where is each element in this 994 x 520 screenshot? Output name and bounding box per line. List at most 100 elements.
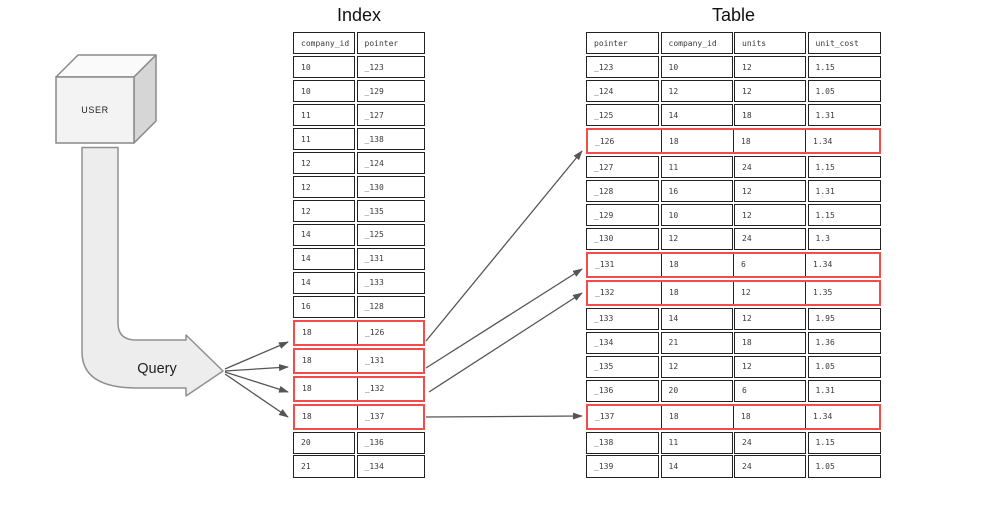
table-cell: _131 <box>357 349 423 373</box>
table-cell: _133 <box>586 307 659 331</box>
table-cell: 24 <box>734 155 806 179</box>
query-pipe-arrow <box>81 146 224 397</box>
table-cell: 24 <box>734 227 806 251</box>
table-cell: _137 <box>357 405 423 428</box>
table-row: 12_130 <box>293 175 425 199</box>
table-cell: 18 <box>295 377 357 401</box>
table-cell: 1.34 <box>805 129 879 153</box>
main-table-title: Table <box>711 5 756 25</box>
query-arrow-line <box>224 364 289 372</box>
table-cell: _131 <box>588 253 661 277</box>
column-header-cell: units <box>734 32 806 55</box>
table-cell: 18 <box>661 253 733 277</box>
column-header-cell: company_id <box>660 32 733 55</box>
table-cell: 12 <box>660 355 733 379</box>
table-cell: 12 <box>293 151 355 175</box>
table-row: 20_136 <box>293 431 425 454</box>
table-cell: 1.31 <box>807 179 881 203</box>
table-cell: 1.34 <box>805 405 879 428</box>
table-cell: _127 <box>356 103 425 127</box>
table-cell: _124 <box>586 79 659 103</box>
table-cell: 12 <box>734 355 806 379</box>
table-cell: 14 <box>660 103 733 127</box>
table-cell: _133 <box>356 271 425 295</box>
table-cell: 1.3 <box>807 227 881 251</box>
table-cell: 1.95 <box>807 307 881 331</box>
table-cell: _123 <box>586 55 659 79</box>
table-cell: 24 <box>734 431 806 454</box>
table-cell: 12 <box>734 79 806 103</box>
table-row: 21_134 <box>293 455 425 478</box>
table-cell: 21 <box>293 455 355 478</box>
table-cell: _129 <box>356 79 425 103</box>
table-row: 14_133 <box>293 271 425 295</box>
table-cell: 20 <box>293 431 355 454</box>
table-row-highlighted: 18_137 <box>293 403 425 430</box>
table-cell: 12 <box>734 203 806 227</box>
user-cube-icon <box>55 54 157 144</box>
table-cell: _132 <box>357 377 423 401</box>
pointer-link-arrow <box>428 292 583 393</box>
query-arrow-line <box>224 371 289 393</box>
table-cell: 18 <box>733 129 805 153</box>
table-cell: 18 <box>661 281 733 305</box>
table-cell: 14 <box>660 307 733 331</box>
table-cell: 1.36 <box>807 331 881 355</box>
table-cell: 1.05 <box>807 79 881 103</box>
table-cell: 1.15 <box>807 155 881 179</box>
query-arrow-label: Query <box>137 361 177 377</box>
table-row: 12_124 <box>293 151 425 175</box>
column-header-cell: pointer <box>356 32 425 55</box>
table-cell: _128 <box>356 295 425 319</box>
table-cell: _132 <box>588 281 661 305</box>
table-cell: 11 <box>293 103 355 127</box>
table-cell: 10 <box>660 55 733 79</box>
column-header-cell: company_id <box>293 32 355 55</box>
table-cell: _136 <box>586 379 659 403</box>
table-cell: _138 <box>586 431 659 454</box>
table-cell: 12 <box>293 199 355 223</box>
pointer-link-arrow <box>425 150 583 342</box>
table-cell: 12 <box>660 79 733 103</box>
table-cell: _130 <box>356 175 425 199</box>
table-cell: _138 <box>356 127 425 151</box>
table-cell: 12 <box>734 55 806 79</box>
table-cell: 14 <box>293 271 355 295</box>
table-row: 14_125 <box>293 223 425 247</box>
table-cell: 10 <box>660 203 733 227</box>
table-cell: 18 <box>661 405 733 428</box>
table-cell: 18 <box>295 405 357 428</box>
table-cell: _128 <box>586 179 659 203</box>
table-cell: 1.35 <box>805 281 879 305</box>
table-cell: 1.34 <box>805 253 879 277</box>
table-row: 10_123 <box>293 55 425 79</box>
table-cell: _137 <box>588 405 661 428</box>
table-cell: 14 <box>660 455 733 478</box>
query-arrow-line <box>224 373 289 418</box>
pointer-link-arrow <box>425 412 583 420</box>
table-cell: 11 <box>660 155 733 179</box>
table-cell: _129 <box>586 203 659 227</box>
query-arrow-line <box>224 341 289 370</box>
table-cell: 12 <box>293 175 355 199</box>
table-cell: 1.31 <box>807 103 881 127</box>
table-cell: 1.15 <box>807 431 881 454</box>
table-row: 14_131 <box>293 247 425 271</box>
table-cell: 1.15 <box>807 203 881 227</box>
table-cell: 24 <box>734 455 806 478</box>
table-cell: 14 <box>293 247 355 271</box>
table-cell: 20 <box>660 379 733 403</box>
table-cell: 6 <box>734 379 806 403</box>
table-row: 16_128 <box>293 295 425 319</box>
